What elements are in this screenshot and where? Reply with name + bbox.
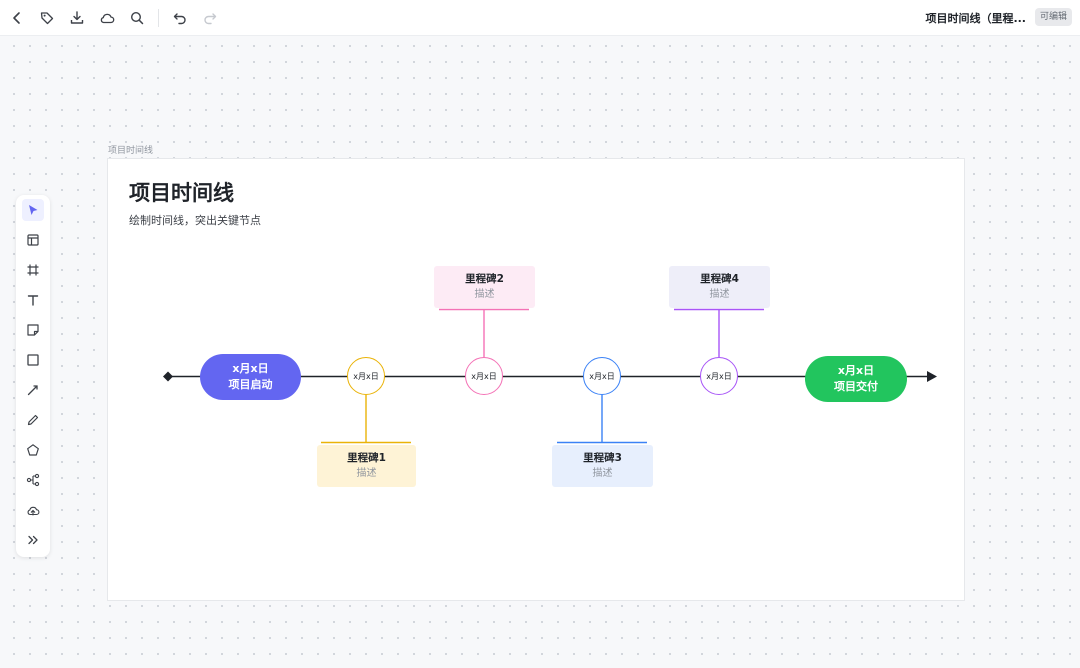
milestone2-title: 里程碑2 [465, 273, 504, 285]
top-toolbar: 项目时间线（里程... 可编辑 [0, 0, 1080, 36]
template-icon[interactable] [22, 229, 44, 251]
milestone1-desc: 描述 [356, 468, 377, 479]
milestone4-desc: 描述 [709, 289, 730, 300]
timeline-subtitle[interactable]: 绘制时间线，突出关键节点 [129, 214, 261, 227]
end-date: x月x日 [837, 364, 875, 377]
frame-icon[interactable] [22, 259, 44, 281]
toolbar-divider [158, 9, 159, 27]
end-label: 项目交付 [834, 380, 878, 393]
download-icon[interactable] [66, 7, 88, 29]
start-label: 项目启动 [228, 378, 273, 391]
start-date: x月x日 [232, 362, 269, 375]
milestone4-card[interactable]: 里程碑4 描述 [669, 266, 770, 308]
cloud-icon[interactable] [96, 7, 118, 29]
document-title[interactable]: 项目时间线（里程... [925, 12, 1026, 25]
milestone3-title: 里程碑3 [583, 452, 622, 464]
start-node[interactable]: x月x日 项目启动 [200, 354, 301, 400]
frame-label[interactable]: 项目时间线 [108, 146, 154, 156]
more-icon[interactable] [22, 529, 44, 551]
milestone1-card[interactable]: 里程碑1 描述 [317, 445, 416, 487]
milestone3-card[interactable]: 里程碑3 描述 [552, 445, 653, 487]
rectangle-icon[interactable] [22, 349, 44, 371]
upload-icon[interactable] [22, 499, 44, 521]
connector-icon[interactable] [22, 379, 44, 401]
milestone4-title: 里程碑4 [700, 273, 739, 285]
milestone1-node[interactable]: x月x日 [347, 357, 385, 395]
undo-icon[interactable] [169, 7, 191, 29]
milestone4-node[interactable]: x月x日 [700, 357, 738, 395]
milestone2-desc: 描述 [474, 289, 495, 300]
milestone2-card[interactable]: 里程碑2 描述 [434, 266, 535, 308]
end-node[interactable]: x月x日 项目交付 [805, 356, 907, 402]
pen-icon[interactable] [22, 409, 44, 431]
edit-permission-badge[interactable]: 可编辑 [1034, 8, 1072, 26]
mindmap-icon[interactable] [22, 469, 44, 491]
milestone2-node[interactable]: x月x日 [465, 357, 503, 395]
back-icon[interactable] [6, 7, 28, 29]
shape-icon[interactable] [22, 439, 44, 461]
redo-icon[interactable] [199, 7, 221, 29]
sticky-note-icon[interactable] [22, 319, 44, 341]
search-icon[interactable] [126, 7, 148, 29]
select-icon[interactable] [22, 199, 44, 221]
tag-icon[interactable] [36, 7, 58, 29]
text-icon[interactable] [22, 289, 44, 311]
milestone1-title: 里程碑1 [347, 452, 386, 464]
timeline-title[interactable]: 项目时间线 [129, 181, 234, 205]
milestone3-desc: 描述 [592, 468, 613, 479]
milestone3-node[interactable]: x月x日 [583, 357, 621, 395]
tool-panel [16, 195, 50, 557]
